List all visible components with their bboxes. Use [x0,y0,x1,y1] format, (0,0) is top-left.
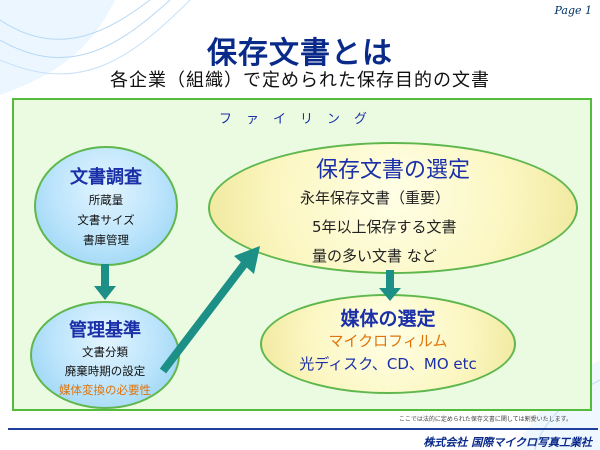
selection-item: 5年以上保存する文書 [312,218,457,236]
media-highlight: マイクロフィルム [328,332,448,350]
selection-item: 永年保存文書（重要） [300,189,451,207]
arrow-selection-to-media [379,270,401,301]
selection-heading: 保存文書の選定 [315,158,470,183]
media-options: 光ディスク、CD、MO etc [299,355,477,373]
management-criteria-ellipse [30,301,180,409]
arrow-survey-to-criteria [94,264,116,300]
arrow-criteria-to-selection [159,246,260,374]
document-selection-ellipse [208,142,578,274]
criteria-highlight: 媒体変換の必要性 [59,383,151,397]
survey-heading: 文書調査 [70,167,142,188]
criteria-item: 文書分類 [82,345,128,359]
survey-item: 所蔵量 [88,193,124,207]
survey-item: 書庫管理 [83,233,129,247]
page-number: Page 1 [554,4,592,17]
media-heading: 媒体の選定 [340,308,436,330]
selection-item: 量の多い文書 など [312,247,437,265]
footnote: ここでは法的に定められた保存文書に関しては割愛いたします。 [398,416,572,423]
company-name: 株式会社 国際マイクロ写真工業社 [423,436,592,449]
criteria-item: 廃棄時期の設定 [64,364,146,378]
page-title: 保存文書とは [207,36,393,71]
filing-label: ファイリング [218,112,381,127]
criteria-heading: 管理基準 [69,320,141,341]
page-subtitle: 各企業（組織）で定められた保存目的の文書 [110,70,490,91]
survey-item: 文書サイズ [77,213,135,227]
footer-divider [8,428,598,430]
media-selection-ellipse [260,294,516,394]
